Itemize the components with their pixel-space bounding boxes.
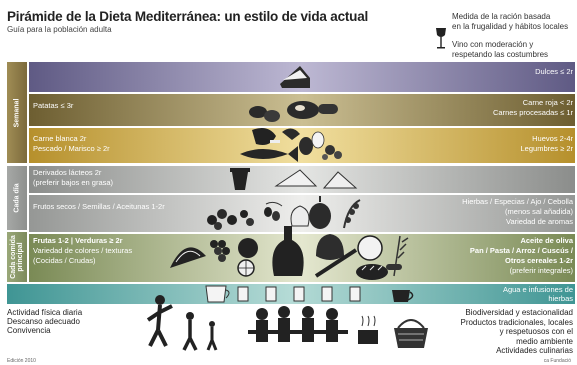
family-dinner-icon (248, 306, 348, 342)
eggs-legumes-label: Huevos 2-4r Legumbres ≥ 2r (520, 134, 573, 153)
oil-cereals-label: Aceite de oliva Pan / Pasta / Arroz / Cu… (469, 236, 573, 275)
band-fish-poultry (29, 128, 575, 163)
section-weekly: Semanal (7, 62, 27, 163)
water-label: Agua e infusiones de hierbas (502, 285, 573, 303)
page-title: Pirámide de la Dieta Mediterránea: un es… (7, 9, 369, 24)
band-sweets (29, 62, 575, 92)
nuts-label: Frutos secos / Semillas / Aceitunas 1-2r (33, 202, 165, 211)
section-daily: Cada día (7, 166, 27, 230)
lifestyle-left: Actividad física diaria Descanso adecuad… (7, 308, 83, 335)
potatoes-label: Patatas ≤ 3r (33, 101, 74, 110)
basket-icon (394, 319, 428, 348)
dairy-label: Derivados lácteos 2r (preferir bajos en … (33, 168, 114, 187)
cooking-pot-icon (358, 315, 378, 344)
meat-label: Carne roja < 2r Carnes procesadas ≤ 1r (493, 98, 573, 117)
herbs-label: Hierbas / Especias / Ajo / Cebolla (meno… (462, 197, 573, 226)
wine-glass-icon (436, 28, 446, 49)
fruits-veg-label: Frutas 1-2 | Verduras ≥ 2r Variedad de c… (33, 236, 133, 265)
poultry-fish-label: Carne blanca 2r Pescado / Marisco ≥ 2r (33, 134, 110, 153)
sweets-label: Dulces ≤ 2r (535, 67, 573, 76)
band-water (7, 284, 575, 304)
foundation-logo: ca Fundació (543, 358, 571, 364)
edition-label: Edición 2010 (7, 358, 36, 364)
wine-note: Vino con moderación y respetando las cos… (452, 40, 549, 59)
page-subtitle: Guía para la población adulta (7, 25, 112, 34)
lifestyle-right: Biodiversidad y estacionalidad Productos… (460, 308, 573, 355)
section-main-meal: Cada comida principal (7, 232, 27, 282)
portion-note: Medida de la ración basada en la frugali… (452, 12, 569, 31)
